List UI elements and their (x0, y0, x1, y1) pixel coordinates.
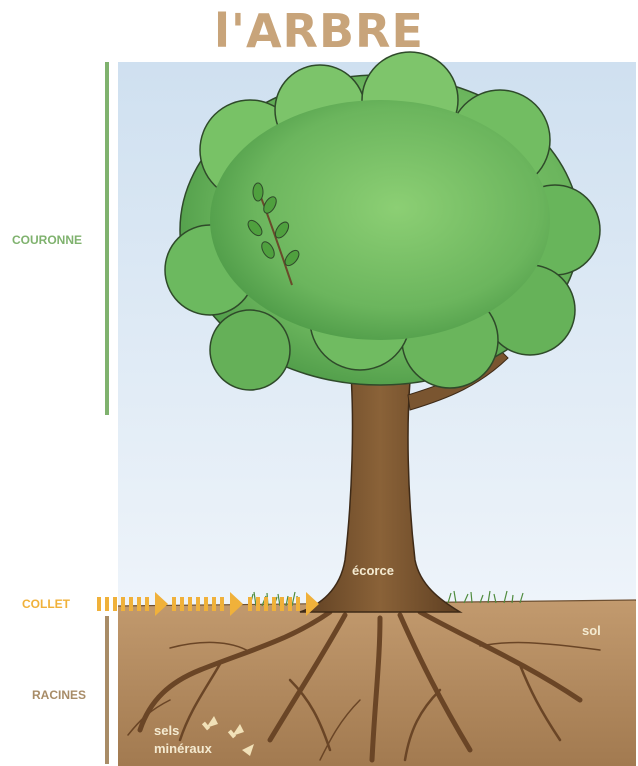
racines-bracket (105, 616, 109, 764)
sels-mineraux-label: sels minéraux (154, 722, 212, 758)
racines-label: RACINES (32, 688, 86, 702)
couronne-bracket (105, 62, 109, 415)
mineraux-line: minéraux (154, 740, 212, 758)
sol-label: sol (582, 623, 601, 638)
sels-line: sels (154, 722, 212, 740)
ecorce-label: écorce (352, 563, 394, 578)
couronne-label: COURONNE (12, 233, 82, 247)
collet-label: COLLET (22, 597, 70, 611)
